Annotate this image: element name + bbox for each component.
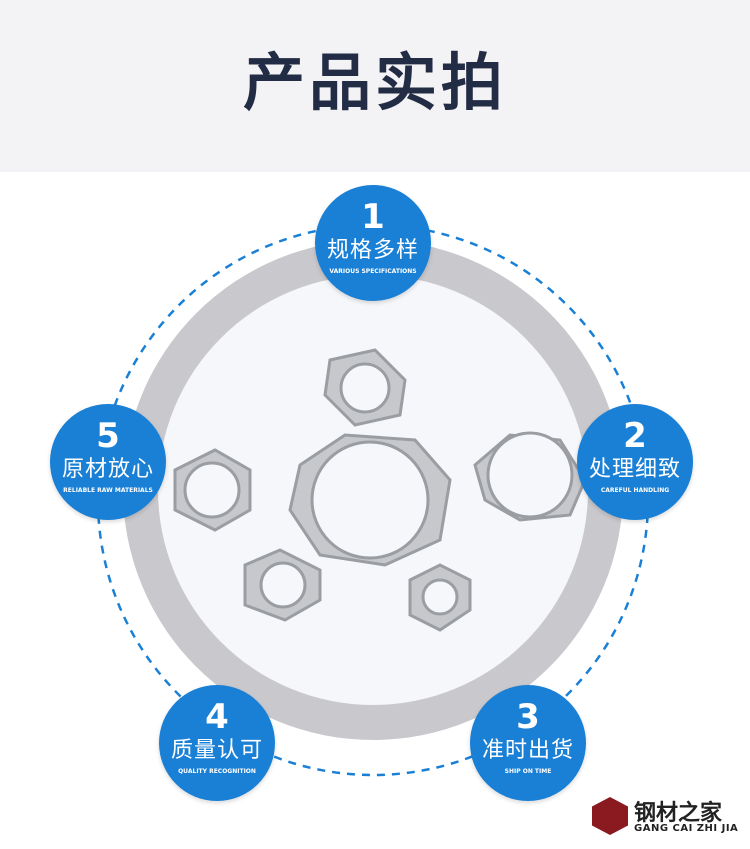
feature-number: 2 — [623, 416, 647, 456]
cube-logo-icon — [592, 797, 628, 835]
feature-subtitle: VARIOUS SPECIFICATIONS — [329, 268, 417, 275]
feature-subtitle: QUALITY RECOGNITION — [178, 768, 256, 775]
header-banner — [0, 0, 750, 172]
feature-subtitle: RELIABLE RAW MATERIALS — [63, 487, 153, 494]
hex-nuts — [173, 348, 587, 632]
feature-title: 原材放心 — [61, 457, 154, 482]
feature-number: 1 — [361, 197, 385, 237]
brand-logo: 钢材之家 GANG CAI ZHI JIA — [592, 795, 742, 840]
feature-subtitle: CAREFUL HANDLING — [600, 487, 670, 494]
feature-number: 4 — [205, 697, 229, 737]
feature-number: 3 — [516, 697, 540, 737]
feature-title: 质量认可 — [170, 738, 263, 763]
page-title: 产品实拍 — [242, 46, 507, 119]
logo-pinyin: GANG CAI ZHI JIA — [634, 823, 739, 834]
feature-subtitle: SHIP ON TIME — [504, 768, 552, 775]
feature-title: 规格多样 — [326, 238, 419, 263]
logo-name: 钢材之家 — [634, 801, 723, 826]
feature-title: 处理细致 — [588, 457, 681, 482]
feature-title: 准时出货 — [481, 738, 574, 763]
feature-number: 5 — [96, 416, 120, 456]
